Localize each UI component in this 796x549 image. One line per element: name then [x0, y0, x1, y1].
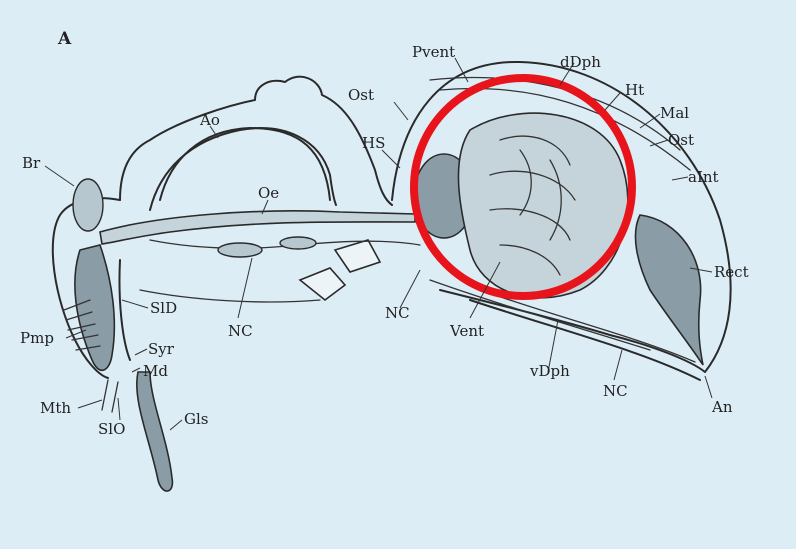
- label-br: Br: [22, 154, 41, 172]
- label-slo: SlO: [98, 420, 125, 438]
- salivary-gland: [137, 372, 173, 491]
- midgut-coils: [458, 113, 627, 298]
- thoracic-block: [300, 268, 345, 300]
- label-nc-mid: NC: [385, 304, 410, 322]
- label-ddph: dDph: [560, 53, 601, 71]
- salivary-duct: [119, 260, 130, 360]
- label-rect: Rect: [714, 263, 749, 281]
- rectum: [635, 215, 703, 365]
- panel-label: A: [57, 29, 72, 49]
- label-vdph: vDph: [529, 362, 570, 380]
- label-sld: SlD: [150, 299, 177, 317]
- oesophagus: [100, 211, 415, 244]
- label-pmp: Pmp: [20, 329, 54, 347]
- label-ost-top: Ost: [348, 86, 374, 104]
- label-mal: Mal: [660, 104, 689, 122]
- ganglion: [280, 237, 316, 249]
- label-nc-left: NC: [228, 322, 253, 340]
- label-ao: Ao: [199, 111, 220, 129]
- thoracic-block: [335, 240, 380, 272]
- label-ost-right: Ost: [668, 131, 694, 149]
- label-nc-right: NC: [603, 382, 628, 400]
- thorax-inner-lobe: [150, 128, 336, 210]
- label-ht: Ht: [625, 81, 644, 99]
- mouthparts: [102, 380, 118, 412]
- label-aint: aInt: [688, 168, 719, 186]
- label-mth: Mth: [40, 399, 71, 417]
- label-an: An: [711, 398, 733, 416]
- aorta: [160, 128, 330, 200]
- label-gls: Gls: [184, 410, 208, 428]
- label-vent: Vent: [449, 322, 484, 340]
- label-pvent: Pvent: [412, 43, 455, 61]
- label-syr: Syr: [148, 340, 175, 358]
- label-hs: HS: [362, 134, 385, 152]
- brain-shape: [73, 179, 103, 231]
- label-md: Md: [143, 362, 168, 380]
- ganglion: [218, 243, 262, 257]
- label-oe: Oe: [258, 184, 279, 202]
